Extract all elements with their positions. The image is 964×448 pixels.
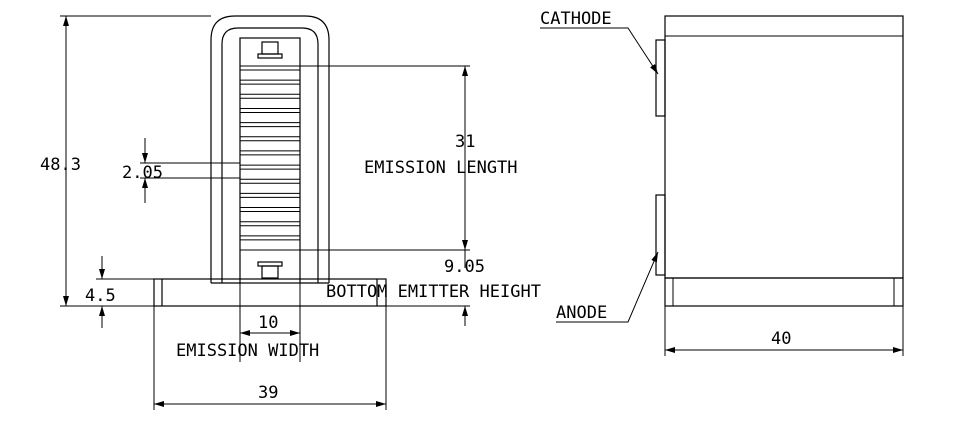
dimension-base-width: 39 (153, 306, 387, 410)
dimension-emission-width: 10 EMISSION WIDTH (176, 313, 319, 361)
cathode-leader (540, 27, 659, 75)
bottom-emitter-text: BOTTOM EMITTER HEIGHT (326, 282, 541, 302)
pitch-label: 2.05 (122, 163, 163, 183)
housing-inner (221, 27, 319, 283)
emitter-bottom-cap (261, 265, 279, 279)
emitter-bars (240, 65, 300, 251)
emitter-top-cap (261, 41, 279, 55)
side-view: CATHODE ANODE 40 (540, 9, 904, 356)
overall-height-label: 48.3 (40, 155, 81, 175)
emission-width-text: EMISSION WIDTH (176, 341, 319, 361)
emission-length-text: EMISSION LENGTH (364, 158, 518, 178)
housing-outer (210, 15, 330, 283)
side-body (664, 15, 904, 279)
emitter-column (239, 37, 301, 284)
base-plate (153, 278, 387, 307)
bottom-emitter-value: 9.05 (444, 257, 485, 277)
base-height-label: 4.5 (85, 286, 116, 306)
anode-terminal (655, 194, 666, 276)
emission-width-value: 10 (258, 313, 278, 333)
emitter-top-tab (257, 53, 283, 59)
cathode-terminal (655, 39, 666, 117)
dimension-emission-length: 31 EMISSION LENGTH (300, 65, 518, 251)
dimension-pitch: 2.05 (122, 138, 240, 203)
side-base (664, 277, 904, 307)
base-width-label: 39 (258, 383, 278, 403)
anode-label: ANODE (556, 303, 607, 323)
front-view (153, 15, 387, 362)
cathode-label: CATHODE (540, 9, 612, 29)
side-width-label: 40 (771, 329, 791, 349)
dimension-bottom-emitter: 9.05 BOTTOM EMITTER HEIGHT (326, 250, 541, 326)
anode-leader (556, 251, 659, 323)
dimension-base-height: 4.5 (85, 256, 154, 328)
dimension-overall-height: 48.3 (40, 15, 211, 307)
emitter-bottom-tab (257, 261, 283, 267)
emission-length-value: 31 (455, 132, 475, 152)
